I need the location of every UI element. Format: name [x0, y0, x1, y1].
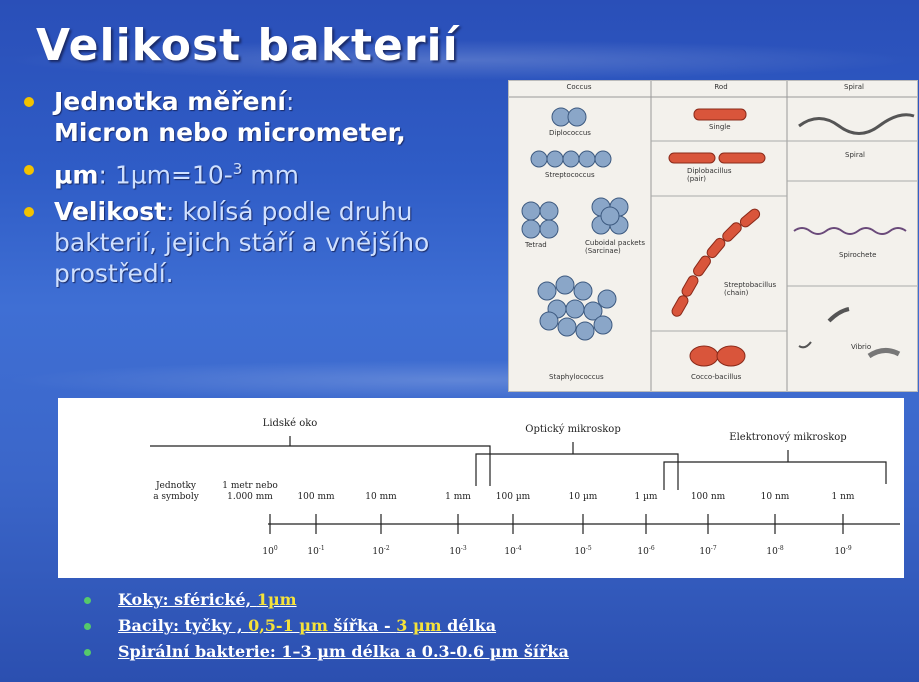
power-label: 10-9	[834, 545, 851, 557]
group-label: Optický mikroskop	[525, 424, 620, 435]
bullet-item: Jednotka měření: Micron nebo micrometer,	[22, 86, 492, 148]
unit-label: 10 mm	[365, 492, 397, 502]
unit-label: 100 µm	[496, 492, 531, 502]
power-label: 10-7	[699, 545, 716, 557]
bullet-list: Jednotka měření: Micron nebo micrometer,…	[22, 86, 492, 295]
bullet-icon	[84, 623, 91, 630]
bacteria-caption: Spirochete	[839, 251, 877, 259]
bacteria-header: Rod	[714, 83, 728, 91]
unit-label: 1 mm	[445, 492, 471, 502]
bullet-icon	[84, 597, 91, 604]
unit-header: Jednotky	[155, 481, 197, 491]
bacteria-header: Coccus	[566, 83, 592, 91]
bullet-text: : kolísá podle druhu bakterií, jejich st…	[54, 197, 430, 289]
unit-label: 1 nm	[832, 492, 855, 502]
footer-list: Koky: sférické, 1µm Bacily: tyčky , 0,5-…	[84, 588, 569, 666]
bullet-strong: Jednotka měření	[54, 87, 286, 116]
bullet-exponent: 3	[232, 160, 243, 178]
footer-highlight: 1µm	[256, 590, 297, 609]
unit-label: 10 µm	[569, 492, 598, 502]
footer-text: Spirální bakterie: 1–3 µm délka a 0.3-0.…	[118, 642, 569, 661]
bullet-strong: Velikost	[54, 197, 167, 227]
bacteria-header: Spiral	[844, 83, 864, 91]
footer-text: Bacily: tyčky ,	[118, 616, 249, 635]
footer-text: délka	[441, 616, 497, 635]
power-label: 10-6	[637, 545, 654, 557]
power-label: 10-8	[766, 545, 783, 557]
bacteria-shapes-image: Coccus Rod Spiral Diplococcus Streptococ…	[508, 80, 918, 392]
power-label: 10-4	[504, 545, 521, 557]
footer-item: Spirální bakterie: 1–3 µm délka a 0.3-0.…	[84, 640, 569, 664]
bacteria-caption: Vibrio	[851, 343, 872, 351]
footer-text: šířka -	[327, 616, 397, 635]
bullet-item: Velikost: kolísá podle druhu bakterií, j…	[22, 196, 492, 289]
bacteria-caption: Diplococcus	[549, 129, 591, 137]
bacteria-caption: Spiral	[845, 151, 865, 159]
bullet-strong: Micron nebo micrometer,	[54, 118, 406, 147]
group-label: Elektronový mikroskop	[729, 432, 846, 443]
bacteria-caption: Staphylococcus	[549, 373, 604, 381]
unit-label: 100 nm	[691, 492, 726, 502]
bullet-text: :	[285, 87, 295, 116]
power-label: 10-3	[449, 545, 466, 557]
cocci-icon	[521, 107, 629, 341]
bullet-icon	[24, 97, 34, 107]
bacteria-caption: Diplobacillus (pair)	[687, 167, 732, 183]
bullet-item: µm: 1µm=10-3 mm	[22, 154, 492, 190]
bacteria-caption: Single	[709, 123, 731, 131]
bacilli-icon	[668, 108, 766, 367]
unit-label: 1 metr nebo	[222, 481, 278, 491]
spirilla-icon	[793, 113, 915, 359]
bacteria-illustration	[509, 81, 917, 391]
footer-item: Bacily: tyčky , 0,5-1 µm šířka - 3 µm dé…	[84, 614, 569, 638]
group-label: Lidské oko	[263, 418, 318, 429]
unit-header: a symboly	[153, 492, 200, 502]
bullet-icon	[24, 165, 34, 175]
power-label: 10-1	[307, 545, 324, 557]
power-label: 100	[262, 545, 277, 557]
bullet-strong: µm	[54, 160, 99, 190]
bullet-icon	[24, 207, 34, 218]
footer-highlight: 3 µm	[396, 616, 442, 635]
background-streak	[0, 40, 919, 80]
size-scale-svg: Lidské oko Optický mikroskop Elektronový…	[150, 418, 900, 557]
bacteria-caption: Cuboidal packets (Sarcinae)	[585, 239, 645, 255]
footer-text: Koky: sférické,	[118, 590, 257, 609]
slide-title: Velikost bakterií	[36, 20, 459, 71]
size-scale-diagram: Lidské oko Optický mikroskop Elektronový…	[58, 398, 904, 578]
bacteria-caption: Streptococcus	[545, 171, 595, 179]
unit-label: 10 nm	[761, 492, 790, 502]
unit-label: 1 µm	[635, 492, 658, 502]
footer-item: Koky: sférické, 1µm	[84, 588, 569, 612]
bacteria-caption: Tetrad	[525, 241, 547, 249]
unit-label: 1.000 mm	[227, 492, 273, 502]
footer-highlight: 0,5-1 µm	[248, 616, 328, 635]
power-label: 10-2	[372, 545, 389, 557]
bullet-text: mm	[242, 160, 299, 190]
bullet-icon	[84, 649, 91, 656]
bacteria-caption: Streptobacillus (chain)	[724, 281, 777, 297]
bullet-text: : 1µm=10-	[98, 160, 233, 190]
unit-label: 100 mm	[297, 492, 335, 502]
power-label: 10-5	[574, 545, 591, 557]
bacteria-caption: Cocco-bacillus	[691, 373, 742, 381]
